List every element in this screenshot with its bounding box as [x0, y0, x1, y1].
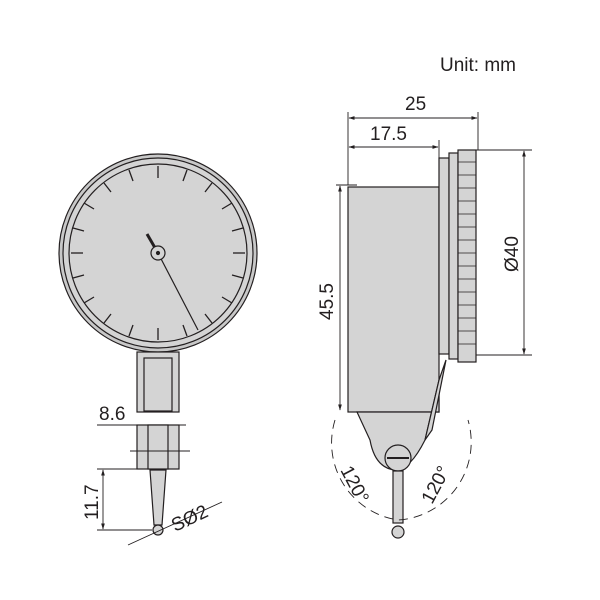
long-needle [157, 252, 199, 331]
dim-dial-diameter: Ø40 [502, 236, 523, 272]
stylus [149, 469, 167, 526]
ball-tip-side [391, 525, 405, 539]
dim-overall-depth: 25 [405, 94, 426, 115]
angle-left: 120° [336, 462, 373, 507]
dial-back [438, 157, 450, 355]
dim-ball-diameter: SØ2 [168, 501, 211, 536]
unit-label: Unit: mm [440, 55, 516, 76]
dim-tip-length: 11.7 [82, 484, 103, 520]
dim-stem-width: 8.6 [99, 404, 125, 425]
dim-body-height: 45.5 [317, 283, 338, 320]
front-dimensions [97, 424, 223, 546]
bezel-ring [448, 152, 459, 360]
side-dimensions [331, 112, 532, 521]
body [347, 186, 440, 413]
side-view [347, 149, 477, 539]
stem-window [143, 357, 173, 412]
knurl-lines [458, 161, 476, 345]
stylus-side [392, 470, 404, 524]
angle-right: 120° [418, 463, 455, 508]
dial-ticks [71, 166, 245, 340]
bezel-knurl-side [457, 149, 477, 363]
front-view [58, 153, 258, 536]
rear-plate [424, 359, 447, 441]
dim-body-depth: 17.5 [370, 124, 407, 145]
